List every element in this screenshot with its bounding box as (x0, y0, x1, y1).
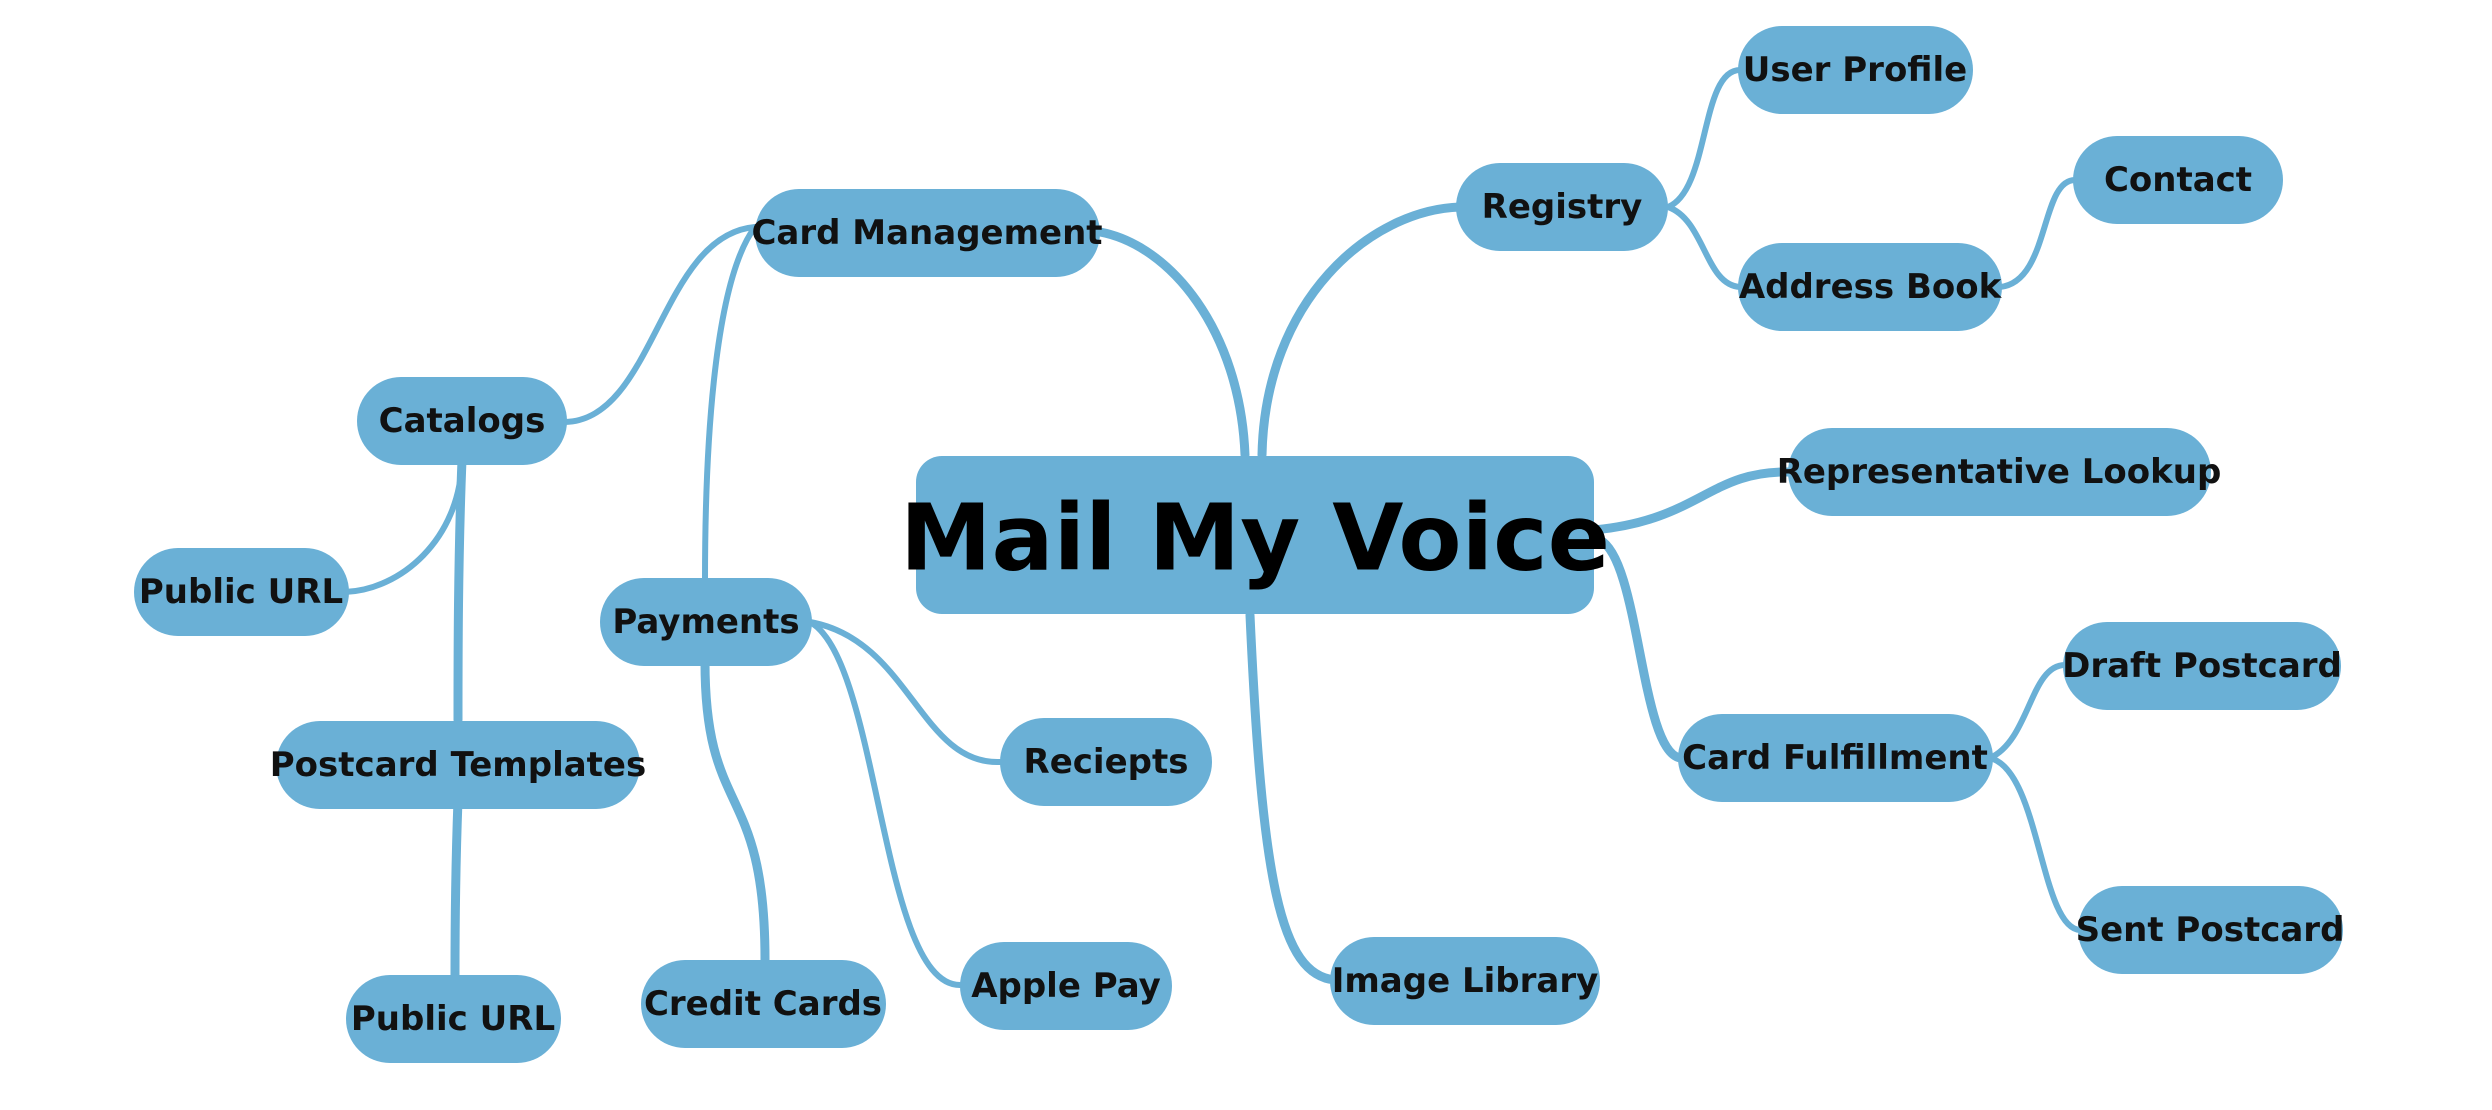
mind-map-connections (342, 67, 2083, 988)
node-card-management-label: Card Management (751, 213, 1102, 253)
node-credit-cards[interactable]: Credit Cards (641, 960, 886, 1048)
edge-payments-apple-pay (807, 619, 963, 988)
edge-catalogs-public-url (342, 457, 465, 595)
node-sent-postcard[interactable]: Sent Postcard (2076, 886, 2345, 974)
node-representative-lookup-label: Representative Lookup (1777, 452, 2222, 492)
edge-root-registry (1257, 202, 1465, 460)
edge-address-book-contact (1997, 177, 2078, 290)
node-public-url-catalogs[interactable]: Public URL (134, 548, 349, 636)
edge-payments-credit-cards (700, 657, 770, 965)
node-draft-postcard-label: Draft Postcard (2062, 646, 2342, 686)
node-postcard-templates-label: Postcard Templates (270, 745, 646, 785)
edge-card-management-payments (702, 224, 758, 583)
node-card-management[interactable]: Card Management (751, 189, 1103, 277)
node-reciepts-label: Reciepts (1024, 742, 1189, 782)
node-address-book-label: Address Book (1739, 267, 2003, 307)
node-credit-cards-label: Credit Cards (644, 984, 882, 1024)
edge-postcard-templates-public-url (450, 795, 463, 980)
edge-registry-address-book (1665, 204, 1743, 290)
node-representative-lookup[interactable]: Representative Lookup (1777, 428, 2222, 516)
node-postcard-templates[interactable]: Postcard Templates (270, 721, 646, 809)
node-address-book[interactable]: Address Book (1738, 243, 2003, 331)
edge-card-fulfillment-draft-postcard (1987, 662, 2068, 761)
node-catalogs-label: Catalogs (379, 401, 546, 441)
node-registry-label: Registry (1482, 187, 1643, 227)
node-card-fulfillment-label: Card Fulfillment (1682, 738, 1988, 778)
node-payments[interactable]: Payments (600, 578, 812, 666)
node-image-library[interactable]: Image Library (1330, 937, 1600, 1025)
edge-registry-user-profile (1665, 67, 1743, 210)
node-contact-label: Contact (2104, 160, 2252, 200)
node-user-profile-label: User Profile (1743, 50, 1967, 90)
node-image-library-label: Image Library (1332, 961, 1599, 1001)
node-draft-postcard[interactable]: Draft Postcard (2062, 622, 2342, 710)
node-public-url-templates-label: Public URL (351, 999, 555, 1039)
node-registry[interactable]: Registry (1456, 163, 1668, 251)
node-contact[interactable]: Contact (2073, 136, 2283, 224)
edge-root-image-library (1245, 610, 1340, 985)
root-node-box (916, 456, 1594, 614)
root-node[interactable]: Mail My Voice (900, 456, 1610, 614)
edge-root-card-fulfillment (1595, 535, 1685, 763)
node-sent-postcard-label: Sent Postcard (2076, 910, 2345, 950)
root-node-label: Mail My Voice (900, 485, 1610, 592)
node-payments-label: Payments (612, 602, 799, 642)
edge-payments-reciepts (807, 619, 1003, 766)
node-user-profile[interactable]: User Profile (1738, 26, 1973, 114)
node-public-url-catalogs-label: Public URL (139, 572, 343, 612)
node-card-fulfillment[interactable]: Card Fulfillment (1678, 714, 1993, 802)
edge-root-card-management (1095, 227, 1250, 460)
node-apple-pay[interactable]: Apple Pay (960, 942, 1172, 1030)
edge-card-fulfillment-sent-postcard (1987, 755, 2083, 933)
edge-root-representative-lookup (1589, 467, 1795, 535)
node-reciepts[interactable]: Reciepts (1000, 718, 1212, 806)
edge-card-management-catalogs (562, 224, 758, 425)
node-public-url-templates[interactable]: Public URL (346, 975, 561, 1063)
edge-catalogs-postcard-templates (453, 455, 467, 725)
node-catalogs[interactable]: Catalogs (357, 377, 567, 465)
node-apple-pay-label: Apple Pay (971, 966, 1161, 1006)
